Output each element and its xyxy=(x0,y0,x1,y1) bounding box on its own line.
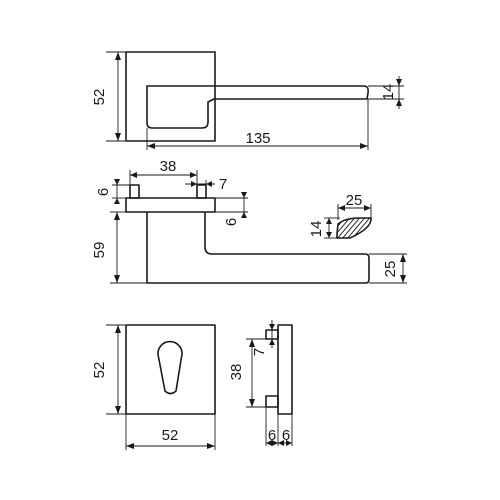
arrow xyxy=(207,443,215,449)
arrow xyxy=(115,133,121,141)
keyhole xyxy=(157,340,183,395)
arrow xyxy=(115,406,121,414)
pin-width-label: 7 xyxy=(219,176,227,193)
section-height-label: 14 xyxy=(308,221,325,238)
arrow xyxy=(114,212,120,220)
rose-base xyxy=(125,197,216,213)
escutcheon-side-plate xyxy=(277,324,293,415)
arrow xyxy=(400,254,406,262)
escutcheon-side-view: 7 38 6 6 xyxy=(228,320,293,446)
section-width-label: 25 xyxy=(346,192,363,209)
arrow xyxy=(115,52,121,60)
arrow xyxy=(249,339,255,347)
arrow xyxy=(269,324,275,330)
arrow xyxy=(126,443,134,449)
handle-top-outline xyxy=(146,85,369,129)
arrow xyxy=(190,172,197,178)
side-view: 38 7 6 6 59 25 xyxy=(91,158,407,284)
escutcheon-depth-a-label: 6 xyxy=(268,427,276,444)
escutcheon-pin-width-label: 7 xyxy=(251,348,268,356)
section-profile xyxy=(336,217,372,239)
escutcheon-pin-bottom xyxy=(265,395,279,408)
arrow xyxy=(114,198,120,204)
arrow xyxy=(326,232,332,238)
arrow xyxy=(191,181,197,187)
arrow xyxy=(241,212,247,218)
handle-side-outline xyxy=(146,212,370,284)
escutcheon-depth-b-label: 6 xyxy=(282,427,290,444)
handle-length-label: 135 xyxy=(245,130,270,147)
arrow xyxy=(130,172,137,178)
arrow xyxy=(396,99,402,106)
handle-thickness-label: 14 xyxy=(380,84,397,101)
pin-right xyxy=(196,184,207,199)
arrow xyxy=(364,205,371,211)
arrow xyxy=(272,440,278,446)
arrow xyxy=(114,179,120,185)
handle-projection-label: 59 xyxy=(91,242,108,259)
arrow xyxy=(396,79,402,86)
arrow xyxy=(286,440,292,446)
escutcheon-width-label: 52 xyxy=(162,427,179,444)
arrow xyxy=(147,143,155,149)
arrow xyxy=(241,192,247,198)
stem-depth-label: 6 xyxy=(223,218,240,226)
arrow xyxy=(269,339,275,345)
handle-height-label: 25 xyxy=(382,261,399,278)
escutcheon-plate xyxy=(125,324,216,415)
escutcheon-front-view: 52 52 xyxy=(91,324,216,450)
arrow xyxy=(115,325,121,333)
arrow xyxy=(266,440,272,446)
arrow xyxy=(278,440,284,446)
top-view: 52 135 14 xyxy=(91,51,404,150)
pin-height-label: 6 xyxy=(95,188,112,196)
pin-left xyxy=(129,184,140,199)
arrow xyxy=(360,143,368,149)
arrow xyxy=(249,399,255,407)
arrow xyxy=(400,275,406,283)
arrow xyxy=(206,181,212,187)
rose-plate xyxy=(125,51,216,142)
pin-spacing-label: 38 xyxy=(160,158,177,175)
arrow xyxy=(338,205,345,211)
escutcheon-height-label: 52 xyxy=(91,362,108,379)
arrow xyxy=(326,218,332,224)
cross-section: 25 14 xyxy=(308,192,372,239)
rose-size-label: 52 xyxy=(91,89,108,106)
escutcheon-pin-spacing-label: 38 xyxy=(228,364,245,381)
arrow xyxy=(114,275,120,283)
